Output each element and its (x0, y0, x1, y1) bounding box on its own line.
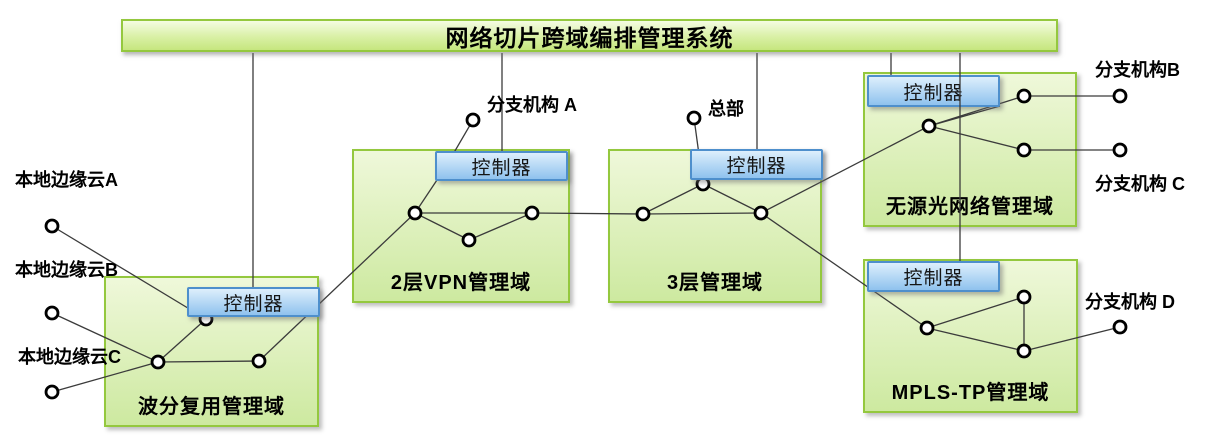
label-branch-a: 分支机构 A (487, 95, 577, 115)
network-node (150, 354, 166, 370)
network-node (1112, 88, 1128, 104)
label-edge-cloud-c: 本地边缘云C (18, 347, 121, 367)
controller-l2vpn-label: 控制器 (471, 157, 532, 179)
network-link (51, 312, 159, 363)
label-edge-cloud-a: 本地边缘云A (15, 170, 118, 190)
label-branch-d: 分支机构 D (1085, 292, 1175, 312)
system-banner: 网络切片跨域编排管理系统 (121, 19, 1058, 52)
network-node (635, 206, 651, 222)
network-link (468, 212, 533, 241)
label-edge-cloud-b: 本地边缘云B (15, 260, 118, 280)
network-link (928, 125, 1025, 151)
label-headquarters: 总部 (708, 99, 744, 119)
controller-pon: 控制器 (867, 75, 1000, 107)
network-link (926, 296, 1025, 329)
network-node (44, 305, 60, 321)
network-link (258, 212, 416, 362)
label-branch-c: 分支机构 C (1095, 174, 1185, 194)
domain-pon-label: 无源光网络管理域 (886, 196, 1054, 218)
network-link (928, 95, 1025, 127)
network-node (686, 110, 702, 126)
network-node (44, 218, 60, 234)
controller-l2vpn: 控制器 (435, 151, 568, 181)
label-branch-b: 分支机构B (1095, 60, 1180, 80)
network-node (1016, 343, 1032, 359)
domain-l3-label: 3层管理域 (666, 272, 764, 294)
network-node (407, 205, 423, 221)
network-node (921, 118, 937, 134)
system-banner-title: 网络切片跨域编排管理系统 (445, 24, 734, 51)
network-node (251, 353, 267, 369)
network-node (44, 384, 60, 400)
controller-pon-label: 控制器 (903, 82, 964, 104)
network-link (642, 183, 704, 215)
network-node (1016, 289, 1032, 305)
network-link (1023, 326, 1121, 352)
network-link (702, 183, 762, 214)
network-link (157, 318, 207, 363)
network-node (465, 112, 481, 128)
network-node (1016, 88, 1032, 104)
controller-mplstp-label: 控制器 (903, 268, 964, 289)
controller-wdm-label: 控制器 (223, 293, 284, 315)
network-link (157, 360, 260, 363)
network-link (926, 327, 1025, 352)
network-link (414, 212, 470, 241)
network-node (1112, 142, 1128, 158)
domain-wdm-label: 波分复用管理域 (138, 396, 285, 418)
network-node (753, 205, 769, 221)
domain-mplstp-label: MPLS-TP管理域 (891, 382, 1050, 404)
network-node (461, 232, 477, 248)
controller-l3-label: 控制器 (726, 156, 787, 177)
domain-l2vpn-label: 2层VPN管理域 (390, 272, 532, 294)
network-node (1112, 319, 1128, 335)
controller-wdm: 控制器 (187, 287, 320, 317)
network-link (760, 125, 930, 214)
network-link (531, 212, 644, 215)
network-link (760, 212, 928, 329)
network-link (642, 212, 762, 215)
network-node (1016, 142, 1032, 158)
network-link (51, 361, 159, 393)
network-node (919, 320, 935, 336)
controller-mplstp: 控制器 (867, 261, 1000, 292)
controller-l3: 控制器 (690, 149, 823, 180)
network-node (524, 205, 540, 221)
network-link (51, 225, 207, 320)
